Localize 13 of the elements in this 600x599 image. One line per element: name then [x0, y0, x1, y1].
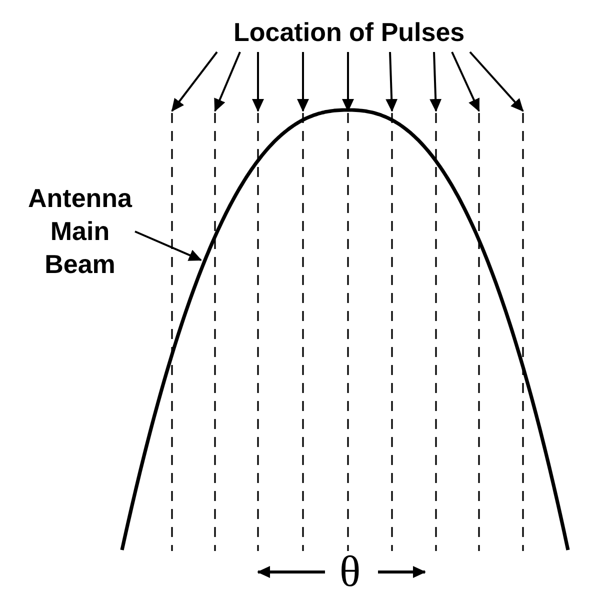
callout-label: Location of Pulses — [234, 17, 465, 47]
arrow — [451, 52, 480, 112]
arrow — [386, 52, 398, 112]
arrow — [134, 230, 202, 261]
arrow — [171, 51, 218, 112]
arrow — [469, 51, 524, 112]
angle-label: θ — [340, 550, 361, 594]
arrow — [252, 52, 264, 112]
arrow — [430, 52, 442, 112]
arrow — [214, 52, 241, 112]
callout-label: Antenna Main Beam — [28, 182, 132, 280]
arrow — [342, 52, 354, 112]
arrow — [297, 52, 309, 112]
